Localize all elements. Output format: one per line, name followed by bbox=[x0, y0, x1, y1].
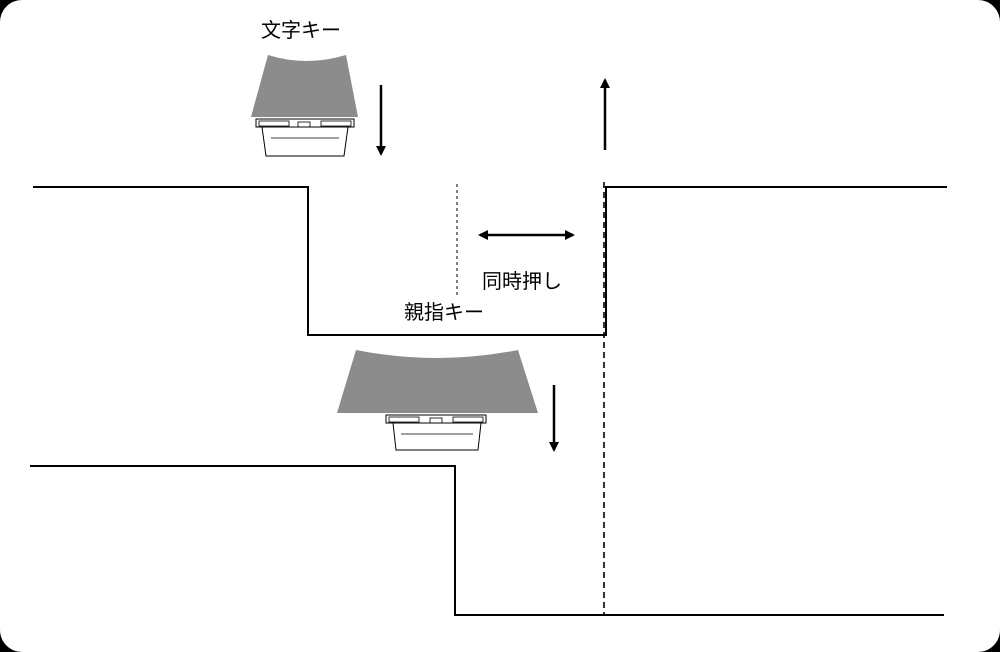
simultaneous-press-label: 同時押し bbox=[482, 269, 562, 293]
character-key-label: 文字キー bbox=[261, 18, 341, 42]
character-key-signal bbox=[33, 186, 947, 336]
character-keycap-icon bbox=[251, 55, 358, 157]
thumb-key-signal bbox=[30, 465, 944, 616]
thumb-keycap-icon bbox=[337, 350, 538, 451]
thumb-key-label: 親指キー bbox=[404, 300, 484, 324]
